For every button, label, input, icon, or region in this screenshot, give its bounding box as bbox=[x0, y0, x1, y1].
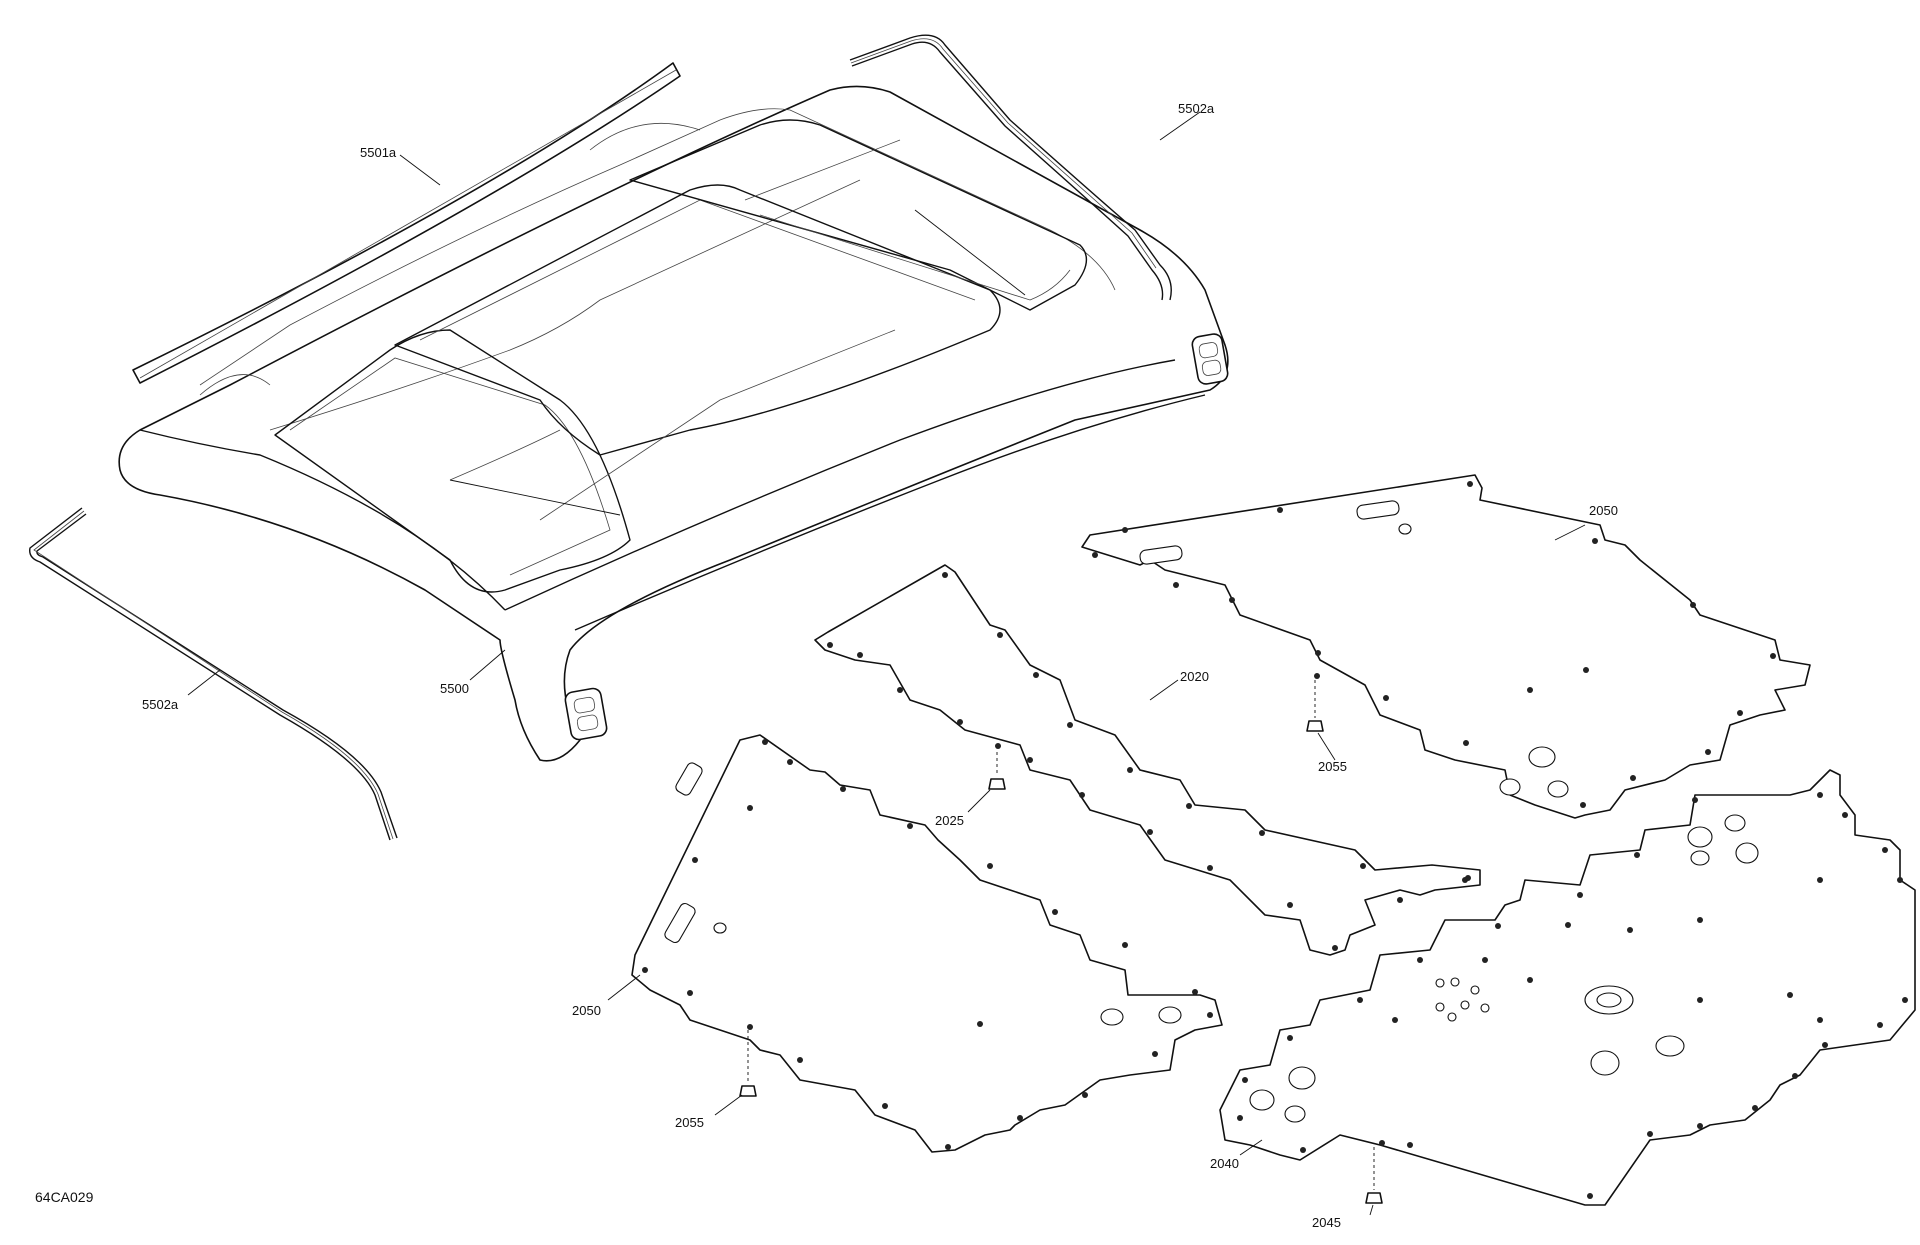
fastener-2045 bbox=[1365, 1147, 1383, 1204]
panel-2050-upper-right bbox=[1081, 474, 1811, 819]
panel-2020-middle bbox=[814, 564, 1481, 956]
fastener-2025 bbox=[988, 752, 1006, 790]
callout-2050-left: 2050 bbox=[572, 1003, 601, 1018]
callout-5502a-right: 5502a bbox=[1178, 101, 1215, 116]
leader-lines bbox=[187, 111, 1586, 1216]
fastener-2055-left bbox=[739, 1030, 757, 1097]
seal-front-5501a bbox=[132, 62, 681, 384]
seal-right-5502a bbox=[849, 34, 1172, 301]
figure-id: 64CA029 bbox=[35, 1189, 94, 1205]
callout-5501a: 5501a bbox=[360, 145, 397, 160]
seal-left-5502a bbox=[29, 507, 398, 841]
roof-left-latch bbox=[564, 687, 608, 741]
callout-2055-left: 2055 bbox=[675, 1115, 704, 1130]
callout-5500: 5500 bbox=[440, 681, 469, 696]
roof-right-latch bbox=[1191, 333, 1229, 385]
callout-2050-upper: 2050 bbox=[1589, 503, 1618, 518]
callout-2025: 2025 bbox=[935, 813, 964, 828]
fastener-2055-right bbox=[1306, 680, 1324, 732]
callout-2040: 2040 bbox=[1210, 1156, 1239, 1171]
callout-5502a-left: 5502a bbox=[142, 697, 179, 712]
panel-2050-left bbox=[631, 734, 1223, 1153]
panel-2040-floor bbox=[1219, 769, 1916, 1206]
roof-assembly bbox=[118, 85, 1229, 762]
callout-2045: 2045 bbox=[1312, 1215, 1341, 1230]
callout-2020: 2020 bbox=[1180, 669, 1209, 684]
callout-2055-right: 2055 bbox=[1318, 759, 1347, 774]
